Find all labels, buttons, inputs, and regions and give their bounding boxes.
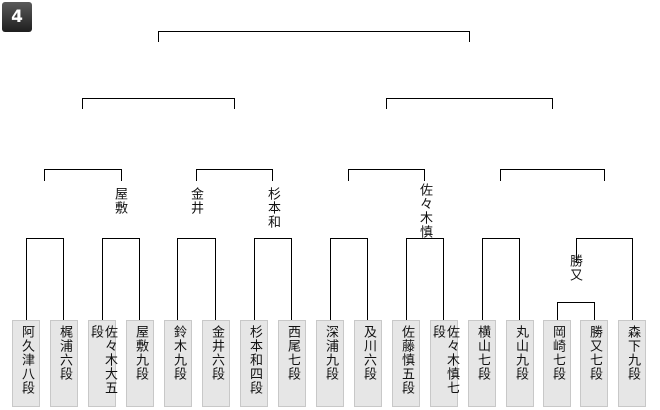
match-line [557,302,595,320]
player-card: 佐々木慎七段 [430,320,459,407]
player-card: 金井六段 [202,320,230,407]
winner-label: 佐々木慎 [417,183,432,239]
match-line [254,238,292,320]
player-card: 阿久津八段 [12,320,40,407]
player-card: 屋敷九段 [126,320,154,407]
player-name: 屋敷九段 [133,325,148,381]
player-card: 及川六段 [354,320,382,407]
player-card: 深浦九段 [316,320,344,407]
match-line [482,238,520,320]
match-line [26,238,64,320]
player-card: 勝又七段 [580,320,608,407]
player-name: 丸山九段 [513,325,528,381]
match-line [158,31,470,42]
winner-label: 杉本和 [265,187,280,229]
player-card: 西尾七段 [278,320,306,407]
player-name: 横山七段 [475,325,490,381]
player-name: 佐藤慎五段 [399,325,414,395]
player-name: 佐々木大五段 [88,325,117,395]
player-name: 金井六段 [209,325,224,381]
winner-label: 屋敷 [112,187,127,215]
match-line [177,238,216,320]
player-name: 阿久津八段 [19,325,34,395]
player-name: 杉本和四段 [247,325,262,395]
player-card: 杉本和四段 [240,320,268,407]
player-name: 佐々木慎七段 [430,325,459,395]
player-name: 梶浦六段 [57,325,72,381]
match-line [386,98,553,109]
player-card: 丸山九段 [506,320,534,407]
match-line [330,238,368,320]
match-line [500,169,605,181]
player-name: 西尾七段 [285,325,300,381]
player-card: 梶浦六段 [50,320,78,407]
match-line [196,169,273,181]
player-card: 佐々木大五段 [88,320,117,407]
match-line [44,169,122,181]
match-line [102,238,140,320]
match-line [348,169,425,181]
player-card: 森下九段 [618,320,646,407]
winner-label: 勝又 [567,254,582,282]
winner-label: 金井 [188,187,203,215]
player-name: 深浦九段 [323,325,338,381]
player-name: 勝又七段 [587,325,602,381]
bracket-number-badge: 4 [2,2,32,32]
player-card: 佐藤慎五段 [392,320,420,407]
player-card: 横山七段 [468,320,496,407]
player-card: 鈴木九段 [164,320,192,407]
match-line [406,238,444,320]
match-line [82,98,235,109]
player-name: 及川六段 [361,325,376,381]
match-line [576,238,633,320]
player-card: 岡崎七段 [543,320,571,407]
player-name: 森下九段 [625,325,640,381]
player-name: 岡崎七段 [550,325,565,381]
player-name: 鈴木九段 [171,325,186,381]
